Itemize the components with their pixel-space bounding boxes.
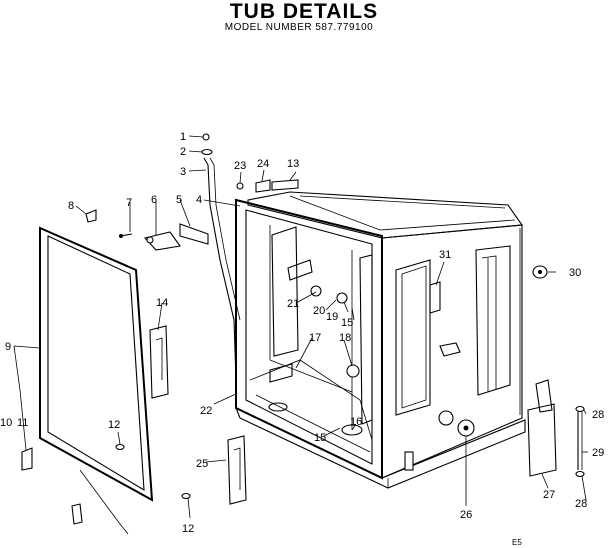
callout-9: 9 [5,341,11,353]
callout-12b: 12 [182,523,194,535]
model-number: MODEL NUMBER 587.779100 [224,22,374,33]
callout-2: 2 [180,146,186,158]
door-gasket [39,226,154,535]
callout-29: 29 [592,447,604,459]
callout-24: 24 [257,158,269,170]
callout-5: 5 [176,194,182,206]
page-code: E5 [512,538,522,547]
callout-20: 20 [313,305,325,317]
callout-18: 18 [339,332,351,344]
tub-body [235,191,526,489]
callout-31: 31 [439,249,451,261]
callout-22: 22 [200,405,212,417]
hinge-and-spring-parts [21,133,585,525]
callout-1: 1 [180,131,186,143]
callout-13: 13 [287,158,299,170]
callout-15b: 15 [314,432,326,444]
callout-8: 8 [68,200,74,212]
callout-15a: 15 [341,317,353,329]
callout-28a: 28 [592,409,604,421]
callout-6: 6 [151,194,157,206]
callout-7: 7 [126,197,132,209]
callout-23: 23 [234,160,246,172]
callout-12a: 12 [108,419,120,431]
callout-14: 14 [156,297,168,309]
callout-27: 27 [543,489,555,501]
callout-28b: 28 [575,498,587,510]
callout-26: 26 [460,509,472,521]
callout-10: 10 [0,417,12,429]
callout-4: 4 [196,194,202,206]
callout-30: 30 [569,267,581,279]
callout-16: 16 [350,416,362,428]
leader-lines [13,135,588,519]
callout-3: 3 [180,166,186,178]
diagram-title: TUB DETAILS [229,0,379,23]
callout-19: 19 [326,311,338,323]
callout-25: 25 [196,458,208,470]
callout-17: 17 [309,332,321,344]
callout-labels: 1 2 3 4 5 6 7 8 9 10 11 12 12 13 14 15 1… [0,131,604,535]
callout-21: 21 [287,298,299,310]
callout-11: 11 [17,417,28,429]
